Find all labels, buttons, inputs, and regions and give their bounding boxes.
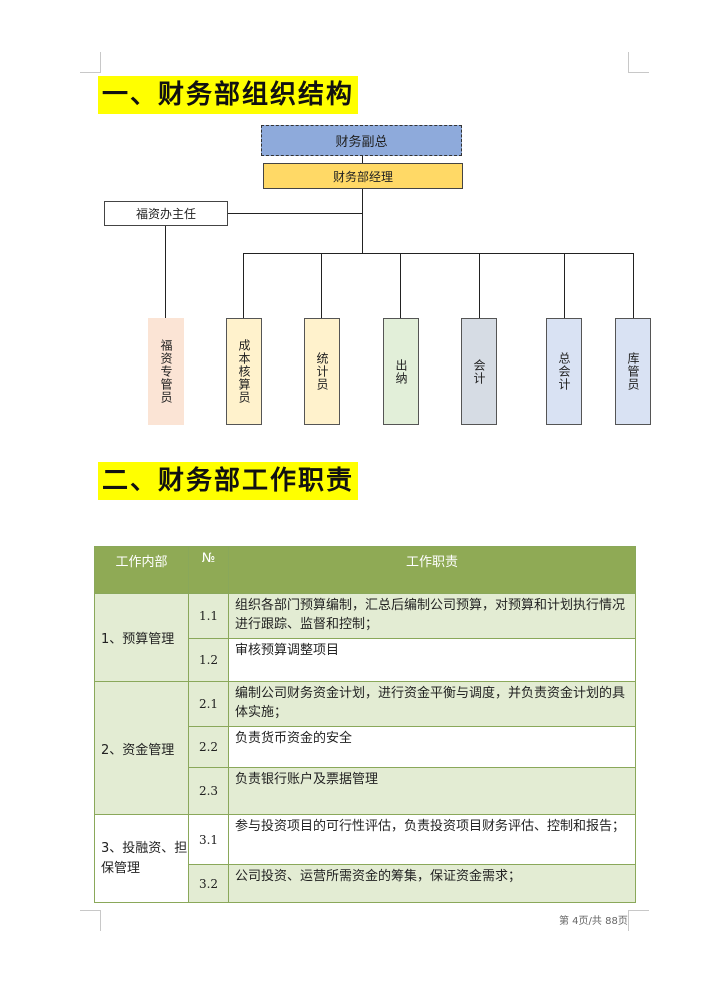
table-category-cell: 1、预算管理 [94,593,189,682]
org-box-finance-manager: 财务部经理 [263,163,463,189]
table-duty-cell: 公司投资、运营所需资金的筹集，保证资金需求； [228,864,636,903]
table-number-cell: 3.1 [188,814,229,865]
crop-mark-bottom-left [80,910,101,931]
org-box-cost-accountant: 成本核算员 [226,318,262,425]
connector-line [564,253,565,318]
org-box-cashier: 出纳 [383,318,419,425]
table-duty-cell: 负责银行账户及票据管理 [228,767,636,815]
table-row: 2、资金管理 2.1 编制公司财务资金计划，进行资金平衡与调度，并负责资金计划的… [94,681,636,815]
connector-line [165,226,166,318]
org-box-welfare-director: 福资办主任 [104,201,228,226]
table-row: 3、投融资、担保管理 3.1 参与投资项目的可行性评估，负责投资项目财务评估、控… [94,814,636,903]
table-category-cell: 3、投融资、担保管理 [94,814,189,903]
connector-line [400,253,401,318]
section-heading-responsibilities: 二、财务部工作职责 [98,462,359,500]
org-box-statistician: 统计员 [304,318,340,425]
table-number-cell: 2.1 [188,681,229,727]
org-box-warehouse-keeper: 库管员 [615,318,651,425]
connector-line [228,213,362,214]
crop-mark-bottom-right [628,910,649,931]
table-number-cell: 2.2 [188,726,229,768]
table-row: 3.2 公司投资、运营所需资金的筹集，保证资金需求； [95,864,636,903]
org-box-label: 库管员 [626,352,640,391]
org-box-label: 统计员 [315,352,329,391]
connector-line [243,253,634,254]
org-box-accountant: 会计 [461,318,497,425]
connector-line [243,253,244,318]
table-row: 2.2 负责货币资金的安全 [95,726,636,768]
table-header-number: № [188,546,229,594]
table-duty-cell: 审核预算调整项目 [228,638,636,682]
org-box-label: 会计 [472,358,486,385]
org-box-label: 总会计 [557,352,571,391]
table-number-cell: 1.1 [188,593,229,639]
table-number-cell: 3.2 [188,864,229,903]
responsibilities-table: 工作内部 № 工作职责 1、预算管理 1.1 组织各部门预算编制，汇总后编制公司… [94,546,636,903]
connector-line [321,253,322,318]
section-heading-org-structure: 一、财务部组织结构 [98,76,359,114]
table-number-cell: 1.2 [188,638,229,682]
table-row: 1.2 审核预算调整项目 [95,638,636,682]
connector-line [362,156,363,163]
table-header-duties: 工作职责 [228,546,636,594]
page-number: 第 4页/共 88页 [559,916,628,927]
table-duty-cell: 组织各部门预算编制，汇总后编制公司预算，对预算和计划执行情况进行跟踪、监督和控制… [228,593,636,639]
crop-mark-top-right [628,52,649,73]
org-box-label: 出纳 [394,358,408,385]
org-box-label: 福资专管员 [159,339,173,404]
table-duty-cell: 参与投资项目的可行性评估，负责投资项目财务评估、控制和报告； [228,814,636,865]
table-category-cell: 2、资金管理 [94,681,189,815]
table-row: 1、预算管理 1.1 组织各部门预算编制，汇总后编制公司预算，对预算和计划执行情… [94,593,636,682]
crop-mark-top-left [80,52,101,73]
org-box-chief-accountant: 总会计 [546,318,582,425]
table-duty-cell: 负责货币资金的安全 [228,726,636,768]
org-box-deputy-gm: 财务副总 [261,125,462,156]
table-header-row: 工作内部 № 工作职责 [94,546,636,594]
org-box-welfare-specialist: 福资专管员 [148,318,184,425]
table-header-category: 工作内部 [94,546,189,594]
table-row: 2.3 负责银行账户及票据管理 [95,767,636,815]
org-box-label: 成本核算员 [237,339,251,404]
connector-line [633,253,634,318]
table-number-cell: 2.3 [188,767,229,815]
connector-line [479,253,480,318]
connector-line [362,189,363,253]
table-duty-cell: 编制公司财务资金计划，进行资金平衡与调度，并负责资金计划的具体实施； [228,681,636,727]
table-category-label: 3、投融资、担保管理 [101,840,188,876]
